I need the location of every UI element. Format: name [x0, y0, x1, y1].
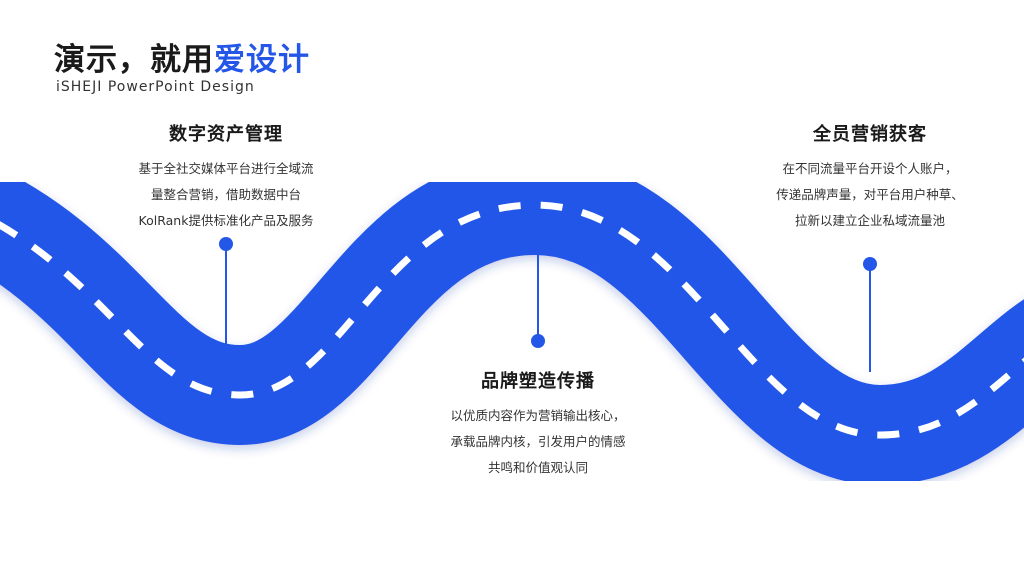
section-full-staff-marketing: 全员营销获客 在不同流量平台开设个人账户， 传递品牌声量，对平台用户种草、 拉新…	[748, 120, 992, 234]
text-line: 量整合营销，借助数据中台	[150, 187, 301, 202]
text-line: 基于全社交媒体平台进行全域流	[138, 161, 314, 176]
title-accent: 爱设计	[214, 42, 310, 78]
section-text: 以优质内容作为营销输出核心， 承载品牌内核，引发用户的情感 共鸣和价值观认同	[418, 403, 658, 481]
text-line: 承载品牌内核，引发用户的情感	[450, 434, 626, 449]
marker-dot-1	[219, 237, 233, 251]
text-line: 共鸣和价值观认同	[487, 460, 588, 475]
section-heading: 品牌塑造传播	[481, 371, 595, 392]
marker-dot-2	[531, 334, 545, 348]
page-title: 演示，就用爱设计	[54, 34, 310, 79]
road-center-dashes	[0, 201, 1024, 439]
text-line: 以优质内容作为营销输出核心，	[450, 408, 626, 423]
page-subtitle: iSHEJI PowerPoint Design	[56, 79, 255, 95]
section-heading: 数字资产管理	[169, 124, 283, 145]
marker-dot-3	[863, 257, 877, 271]
section-heading: 全员营销获客	[813, 124, 927, 145]
text-line: 在不同流量平台开设个人账户，	[782, 161, 958, 176]
text-line: 拉新以建立企业私域流量池	[794, 213, 945, 228]
text-line: KolRank提供标准化产品及服务	[138, 213, 314, 228]
text-line: 传递品牌声量，对平台用户种草、	[776, 187, 964, 202]
section-text: 在不同流量平台开设个人账户， 传递品牌声量，对平台用户种草、 拉新以建立企业私域…	[748, 156, 992, 234]
section-digital-assets: 数字资产管理 基于全社交媒体平台进行全域流 量整合营销，借助数据中台 KolRa…	[106, 120, 346, 234]
section-text: 基于全社交媒体平台进行全域流 量整合营销，借助数据中台 KolRank提供标准化…	[106, 156, 346, 234]
title-main: 演示，就用	[54, 42, 214, 78]
section-brand-building: 品牌塑造传播 以优质内容作为营销输出核心， 承载品牌内核，引发用户的情感 共鸣和…	[418, 367, 658, 481]
